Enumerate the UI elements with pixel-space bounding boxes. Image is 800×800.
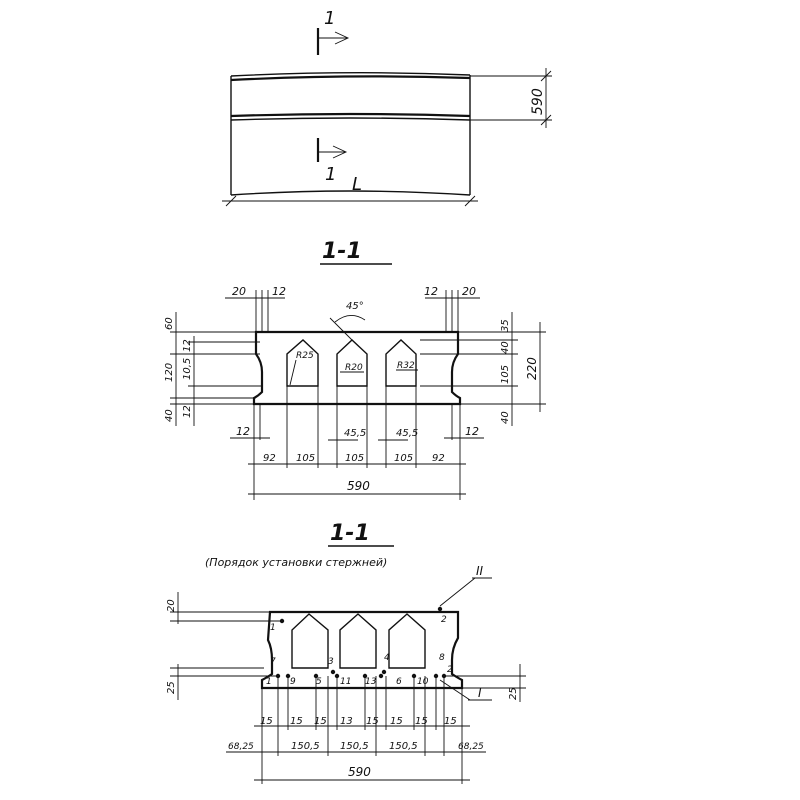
d-68-25-b: 68,25 [458, 742, 484, 752]
leader-I [439, 679, 471, 701]
bar-num-8: 8 [439, 653, 445, 663]
dim15-3: 15 [314, 716, 327, 727]
slab-mid-edge [230, 112, 471, 118]
slab-mid-edge-inner [230, 117, 471, 121]
right-25: 25 [508, 687, 519, 700]
right-220: 220 [525, 357, 539, 380]
bar-num-4: 4 [384, 653, 390, 663]
b-92a: 92 [263, 453, 276, 464]
b-105c: 105 [394, 453, 413, 464]
d-150-5-c: 150,5 [389, 741, 418, 752]
dim15-1: 15 [260, 716, 273, 727]
section2-subtitle: (Порядок установки стержней) [205, 556, 387, 569]
bar-num-1b: 1 [266, 677, 272, 687]
dim13: 13 [340, 716, 353, 727]
bar-num-1: 1 [270, 623, 276, 633]
radius-r20: R20 [345, 363, 363, 373]
leader-II [439, 577, 476, 607]
section1-title: 1-1 [322, 239, 362, 264]
left-120: 120 [164, 363, 175, 382]
section-mark-top: 1 [324, 8, 335, 29]
void2-2 [339, 613, 377, 669]
b-105b: 105 [345, 453, 364, 464]
length-label: L [352, 174, 362, 195]
void2-3 [388, 613, 426, 669]
label-II: II [476, 564, 484, 578]
b-92b: 92 [432, 453, 445, 464]
width-label: 590 [530, 88, 546, 115]
section-mark-bottom: 1 [325, 164, 336, 185]
right-40: 40 [500, 341, 511, 354]
bar-num-6: 6 [396, 677, 402, 687]
dim15-7: 15 [444, 716, 457, 727]
right-35: 35 [500, 319, 511, 332]
section2-total: 590 [348, 765, 371, 779]
d-68-25-a: 68,25 [228, 742, 254, 752]
left-12b: 12 [182, 405, 193, 418]
dim-45-5-a: 45,5 [344, 428, 366, 439]
dim15-2: 15 [290, 716, 303, 727]
left-40: 40 [164, 409, 175, 422]
bar-num-11: 11 [340, 677, 351, 687]
section-1: 1-1 R25 R20 R32 45° 20 12 12 20 [164, 239, 546, 500]
left-12a: 12 [182, 339, 193, 352]
section-2: 1-1 (Порядок установки стержней) 1 2 7 [166, 521, 526, 784]
void-1 [286, 339, 319, 387]
dim15-4: 15 [366, 716, 379, 727]
left-105: 10,5 [182, 358, 193, 380]
dim15-6: 15 [415, 716, 428, 727]
slab-bottom-edge [230, 190, 471, 196]
void-3 [385, 339, 417, 387]
angle-label: 45° [346, 301, 364, 312]
dim15-5: 15 [390, 716, 403, 727]
label-I: I [478, 686, 482, 700]
top-left-20: 20 [232, 285, 246, 298]
bar-num-5: 5 [316, 677, 322, 687]
bar-num-13: 13 [365, 677, 377, 687]
right-40b: 40 [500, 411, 511, 424]
plan-view: L 590 1 1 [222, 8, 552, 207]
void-2 [336, 339, 368, 387]
right-105: 105 [500, 365, 511, 384]
b-105a: 105 [296, 453, 315, 464]
dim-45-5-b: 45,5 [396, 428, 418, 439]
angle-arc [334, 315, 366, 323]
left-60: 60 [164, 317, 175, 330]
slab-top-edge [230, 75, 471, 82]
bar-num-9: 9 [290, 677, 296, 687]
bar-num-2: 2 [441, 615, 447, 625]
bar-num-2b: 2 [447, 665, 453, 675]
bar-num-3: 3 [328, 657, 334, 667]
bar-num-10: 10 [417, 677, 429, 687]
left-20: 20 [166, 599, 177, 612]
top-right-12: 12 [424, 285, 438, 298]
d-150-5-b: 150,5 [340, 741, 369, 752]
bar-num-7: 7 [270, 657, 276, 667]
bottom-left-12: 12 [236, 425, 250, 438]
radius-r25: R25 [296, 351, 314, 361]
top-right-20: 20 [462, 285, 476, 298]
section1-total: 590 [347, 479, 370, 493]
slab-top-edge-inner [230, 72, 471, 77]
radius-r32: R32 [397, 361, 415, 371]
section2-title: 1-1 [330, 521, 370, 546]
left-25: 25 [166, 681, 177, 694]
top-left-12: 12 [272, 285, 286, 298]
d-150-5-a: 150,5 [291, 741, 320, 752]
bottom-right-12: 12 [465, 425, 479, 438]
void2-1 [291, 613, 329, 669]
